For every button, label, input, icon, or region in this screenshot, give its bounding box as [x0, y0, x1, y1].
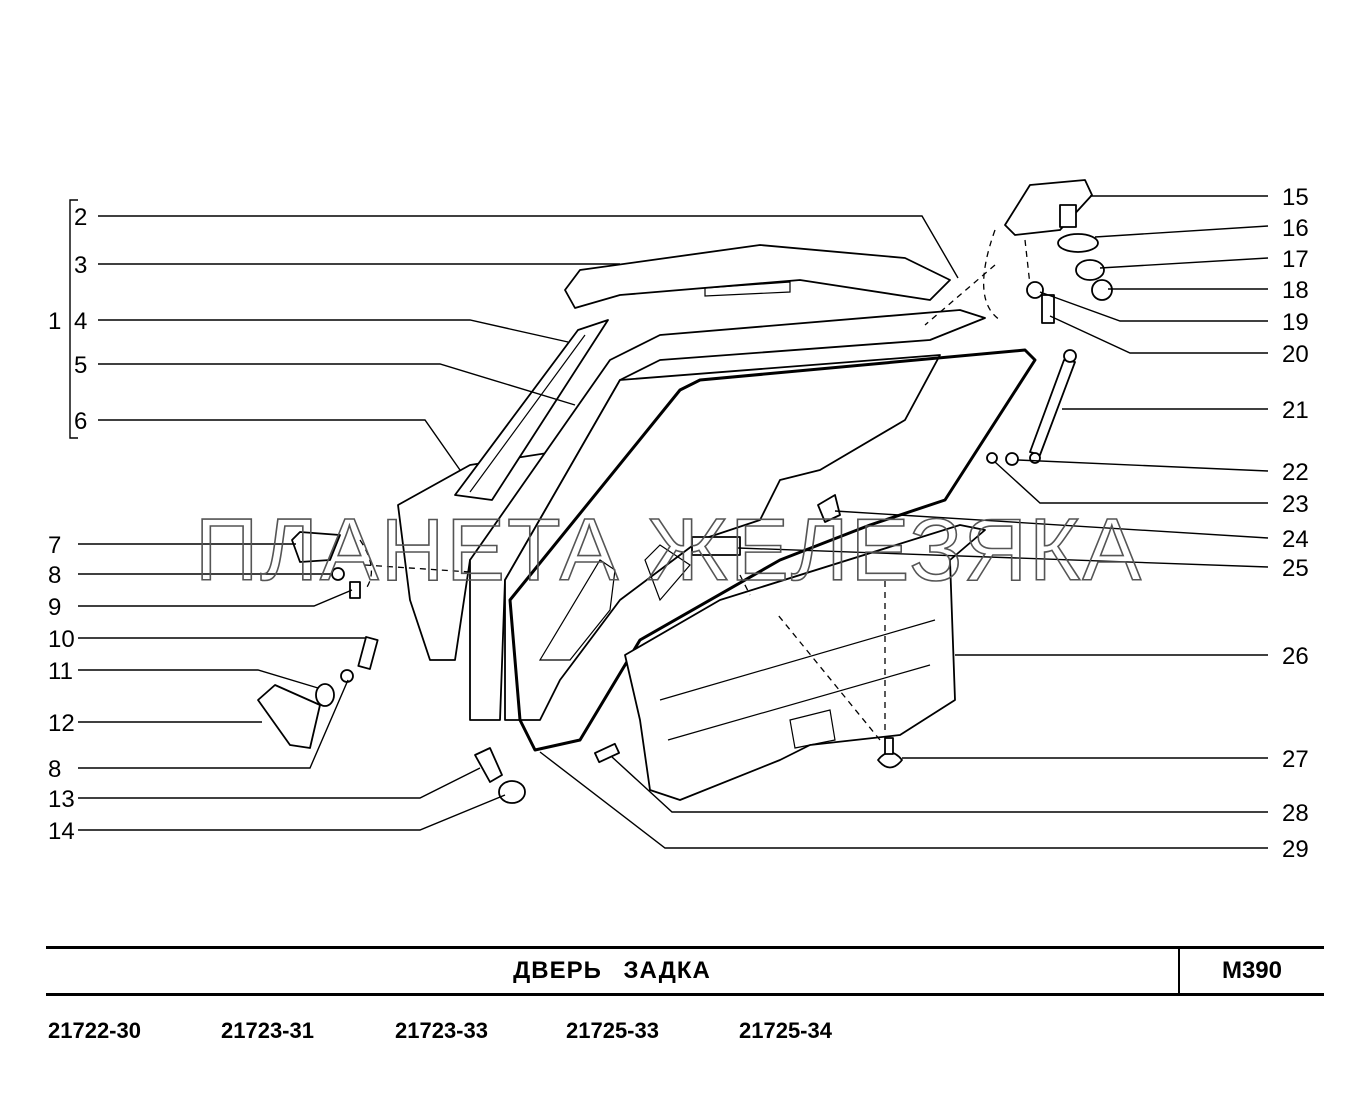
callout-27: 27: [1282, 746, 1309, 773]
screw-9: [349, 581, 361, 599]
callout-26: 26: [1282, 643, 1309, 670]
bolt-20: [1041, 294, 1055, 324]
group-bracket: [69, 199, 78, 439]
handle: [691, 536, 741, 556]
callout-4: 4: [74, 308, 87, 335]
bolt-10: [357, 636, 379, 670]
model-number: 21722-30: [48, 1018, 141, 1043]
door-seal: [508, 348, 1037, 752]
model-number: 21725-34: [739, 1018, 832, 1043]
page-title: ДВЕРЬ ЗАДКА: [46, 949, 1180, 993]
clip-24: [817, 494, 841, 523]
callout-22: 22: [1282, 459, 1309, 486]
model-number: 21723-31: [221, 1018, 314, 1043]
callout-28: 28: [1282, 800, 1309, 827]
washer-23: [986, 452, 998, 464]
callout-16: 16: [1282, 215, 1309, 242]
callout-17: 17: [1282, 246, 1309, 273]
callout-7: 7: [48, 532, 61, 559]
bracket-12: [257, 684, 321, 749]
callout-labels: 1 2 3 4 5 6 7 8 9 10 11 12 8 13 14 15 16…: [48, 184, 1309, 863]
callout-20: 20: [1282, 341, 1309, 368]
callout-18: 18: [1282, 277, 1309, 304]
diagram-code: M390: [1221, 957, 1283, 984]
title-bar: ДВЕРЬ ЗАДКА M390: [46, 946, 1324, 996]
nut-18: [1091, 279, 1113, 301]
callout-5: 5: [74, 352, 87, 379]
callout-15: 15: [1282, 184, 1309, 211]
hinge: [1004, 179, 1093, 236]
washer-8b: [340, 669, 354, 683]
callout-12: 12: [48, 710, 75, 737]
hinge-bolt: [1059, 204, 1077, 228]
callout-9: 9: [48, 594, 61, 621]
parts-drawing: [257, 179, 1113, 804]
watermark: ПЛАНЕТА ЖЕЛЕЗЯКА: [195, 500, 1143, 599]
callout-25: 25: [1282, 555, 1309, 582]
callout-29: 29: [1282, 836, 1309, 863]
window-trim-left: [454, 319, 609, 501]
callout-19: 19: [1282, 309, 1309, 336]
callout-2: 2: [74, 204, 87, 231]
ball-pin-22: [1005, 452, 1019, 466]
washer-17: [1075, 259, 1105, 281]
washer-16: [1057, 233, 1099, 253]
callout-6: 6: [74, 408, 87, 435]
callout-24: 24: [1282, 526, 1309, 553]
bumper-13: [474, 747, 503, 783]
callout-11: 11: [48, 658, 73, 685]
callout-10: 10: [48, 626, 75, 653]
callout-14: 14: [48, 818, 75, 845]
model-list: 21722-30 21723-31 21723-33 21725-33 2172…: [48, 1018, 948, 1048]
callout-23: 23: [1282, 491, 1309, 518]
exploded-parts-diagram: 1 2 3 4 5 6 7 8 9 10 11 12 8 13 14 15 16…: [48, 179, 1309, 863]
callout-1: 1: [48, 308, 61, 335]
callout-13: 13: [48, 786, 75, 813]
callout-8a: 8: [48, 562, 61, 589]
bracket-7: [291, 531, 341, 563]
callout-3: 3: [74, 252, 87, 279]
pin-28: [594, 742, 620, 764]
trim-panel: [624, 524, 986, 801]
bushing-11: [315, 683, 335, 707]
gas-strut: [1029, 359, 1076, 456]
upper-cap: [564, 244, 951, 309]
callout-8b: 8: [48, 756, 61, 783]
door-inner-panel: [504, 354, 941, 721]
model-number: 21725-33: [566, 1018, 659, 1043]
leader-lines: [78, 195, 1269, 849]
callout-21: 21: [1282, 397, 1309, 424]
door-inner-frame: [469, 309, 986, 721]
bumper-14: [498, 780, 526, 804]
model-number: 21723-33: [395, 1018, 488, 1043]
lock-washer-19: [1026, 281, 1044, 299]
